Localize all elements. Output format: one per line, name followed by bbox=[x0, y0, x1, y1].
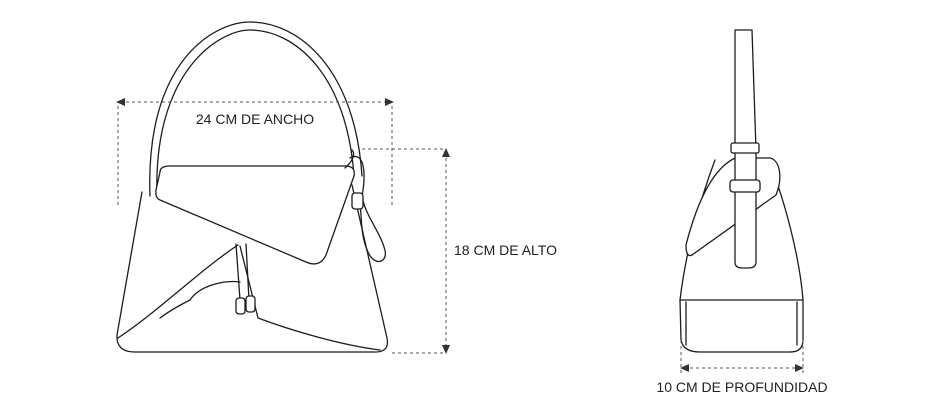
width-dimension bbox=[116, 98, 394, 206]
bag-body bbox=[116, 184, 389, 353]
depth-arrow-right bbox=[795, 364, 804, 372]
width-arrow-right bbox=[385, 98, 394, 106]
side-rim bbox=[679, 299, 804, 346]
height-arrow-top bbox=[442, 148, 450, 157]
bag-strap-loop bbox=[349, 155, 386, 263]
width-label: 24 CM DE ANCHO bbox=[196, 111, 314, 127]
bag-strap-top bbox=[344, 149, 355, 169]
bag-cord-left bbox=[235, 243, 241, 301]
height-dimension bbox=[362, 148, 450, 354]
side-flap bbox=[685, 157, 781, 257]
bag-cord-right bbox=[245, 243, 250, 301]
bag-flap bbox=[155, 165, 355, 265]
width-arrow-left bbox=[116, 98, 125, 106]
bag-side-view bbox=[679, 29, 804, 353]
bag-fold-panel bbox=[117, 244, 381, 351]
depth-arrow-left bbox=[680, 364, 689, 372]
bag-cord-stopper-left bbox=[235, 297, 246, 315]
side-handle-buckle bbox=[729, 179, 761, 193]
depth-dimension bbox=[680, 340, 804, 375]
bag-strap-toggle bbox=[351, 192, 364, 210]
height-arrow-bottom bbox=[442, 345, 450, 354]
bag-front-view bbox=[116, 21, 389, 353]
bag-handle-outer bbox=[149, 21, 363, 197]
bag-inner-fold bbox=[159, 280, 241, 319]
bag-cord-stopper-right bbox=[245, 295, 256, 313]
side-handle-loop bbox=[730, 142, 760, 154]
height-label: 18 CM DE ALTO bbox=[454, 242, 557, 258]
depth-label: 10 CM DE PROFUNDIDAD bbox=[656, 379, 827, 395]
bag-handle-inner bbox=[156, 29, 355, 197]
